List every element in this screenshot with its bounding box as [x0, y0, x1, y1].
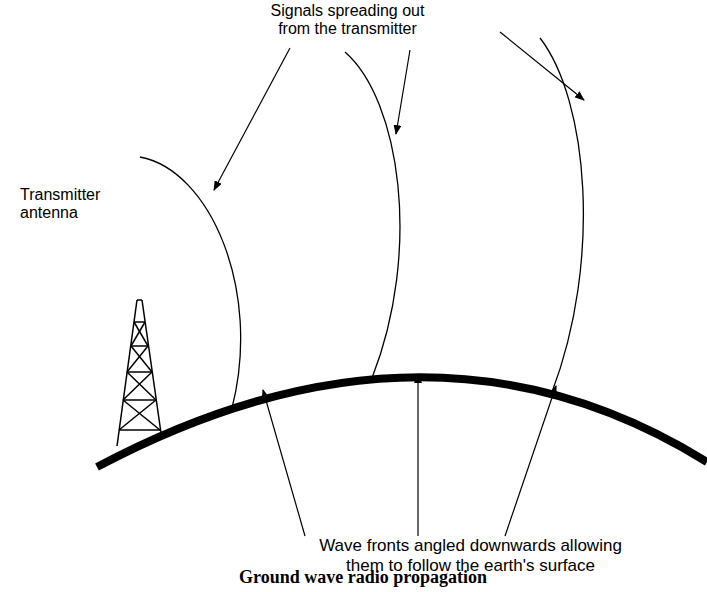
- earth-surface: [97, 377, 707, 467]
- signal-label: Signals spreading out from the transmitt…: [255, 2, 440, 39]
- wave-fronts: [140, 38, 583, 408]
- figure-caption: Ground wave radio propagation: [213, 567, 513, 588]
- leader-arrows: [214, 32, 584, 536]
- antenna-label: Transmitter antenna: [20, 186, 125, 223]
- transmitter-tower: [117, 300, 161, 446]
